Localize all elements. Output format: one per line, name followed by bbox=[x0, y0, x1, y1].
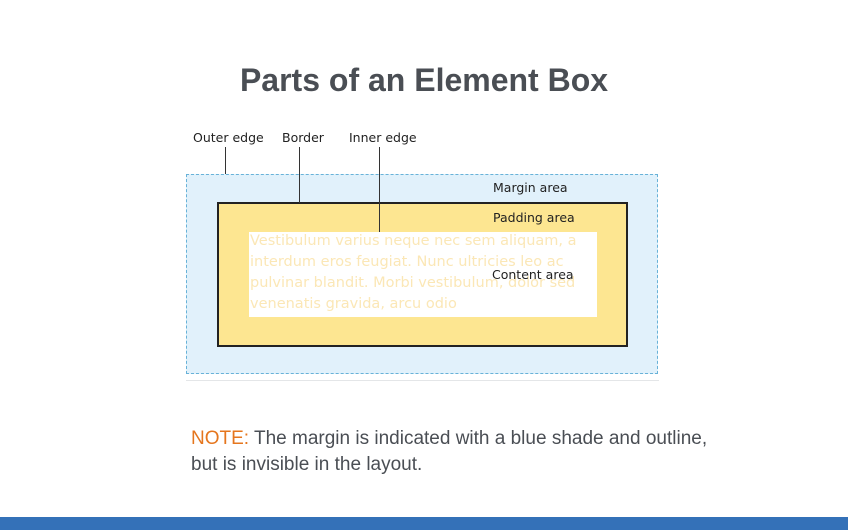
footer-bar bbox=[0, 517, 848, 530]
note-prefix: NOTE: bbox=[191, 428, 250, 449]
inner-edge-label: Inner edge bbox=[349, 130, 417, 145]
outer-edge-label: Outer edge bbox=[193, 130, 264, 145]
filler-text: Vestibulum varius neque nec sem aliquam,… bbox=[250, 233, 577, 312]
slide-title: Parts of an Element Box bbox=[239, 62, 609, 98]
note-text: NOTE: The margin is indicated with a blu… bbox=[191, 426, 711, 478]
margin-area-underline bbox=[186, 380, 659, 381]
content-area-box: Vestibulum varius neque nec sem aliquam,… bbox=[249, 232, 597, 317]
margin-area-label: Margin area bbox=[493, 180, 568, 195]
padding-area-label: Padding area bbox=[493, 210, 575, 225]
note-body: The margin is indicated with a blue shad… bbox=[191, 428, 708, 475]
border-label: Border bbox=[282, 130, 324, 145]
content-area-label: Content area bbox=[492, 267, 574, 282]
border-leader-line bbox=[299, 147, 300, 203]
outer-edge-leader-line bbox=[225, 147, 226, 174]
inner-edge-leader-line bbox=[379, 147, 380, 232]
